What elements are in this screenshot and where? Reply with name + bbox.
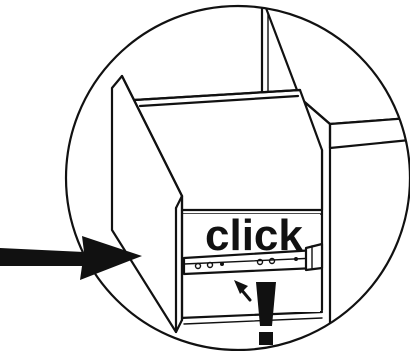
exclamation-icon bbox=[256, 282, 276, 345]
cabinet-back-wall bbox=[262, 0, 268, 98]
click-label: click bbox=[205, 211, 303, 260]
